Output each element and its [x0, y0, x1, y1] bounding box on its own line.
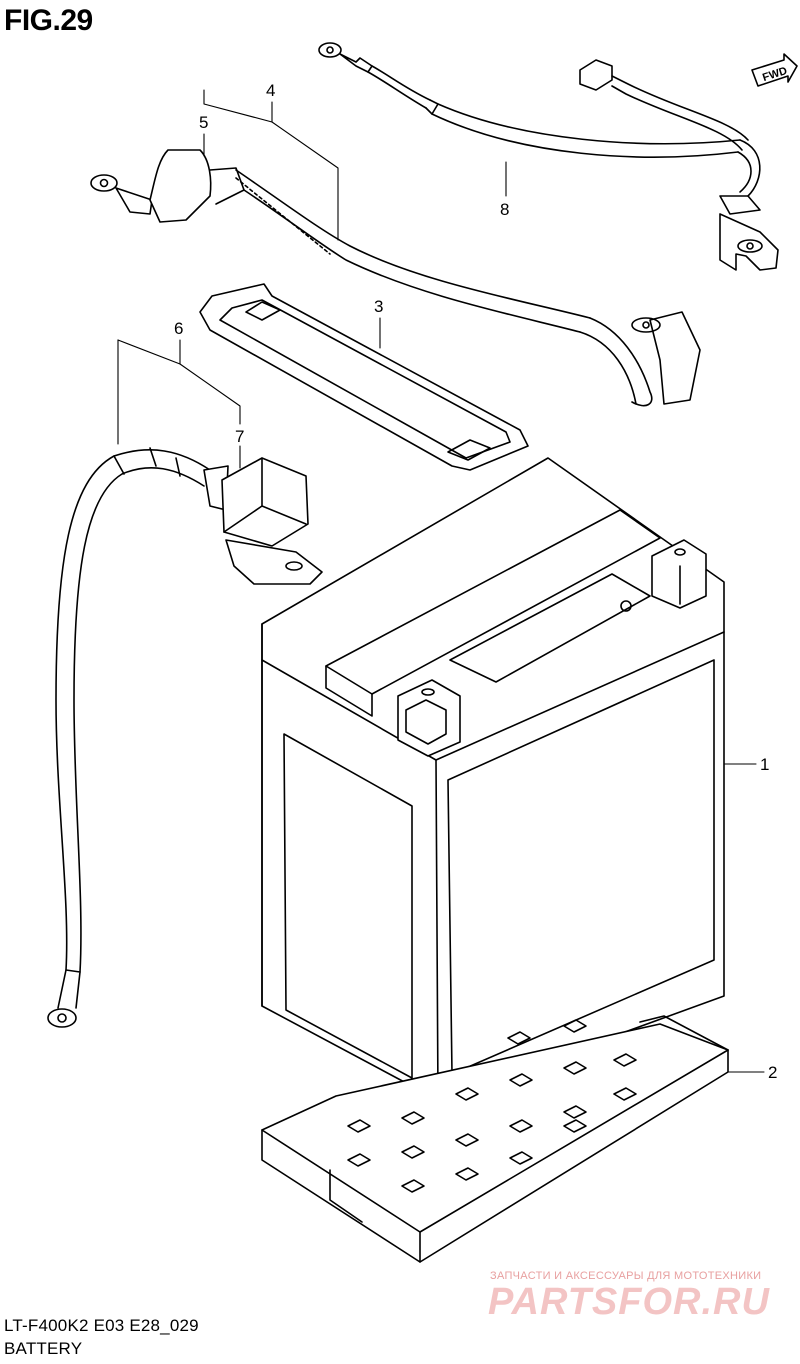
callout-4: 4 — [266, 81, 275, 100]
battery-tray — [261, 1015, 729, 1263]
figure-title: FIG.29 — [4, 4, 93, 37]
tray-vent-slots — [347, 1019, 637, 1193]
forward-arrow-icon: FWD — [751, 53, 798, 87]
callout-5: 5 — [199, 113, 208, 132]
callout-1: 1 — [760, 755, 769, 774]
battery-band — [199, 283, 529, 471]
callout-8: 8 — [500, 200, 509, 219]
callout-6: 6 — [174, 319, 183, 338]
callout-2: 2 — [768, 1063, 777, 1082]
negative-terminal — [651, 539, 707, 609]
battery-lead-wire — [318, 42, 779, 271]
negative-battery-cable — [47, 447, 323, 1028]
watermark-tagline: ЗАПЧАСТИ И АКСЕССУАРЫ ДЛЯ МОТОТЕХНИКИ — [490, 1270, 762, 1282]
watermark-site: PARTSFOR.RU — [488, 1281, 770, 1323]
section-name: BATTERY — [4, 1339, 83, 1358]
leader-lines — [117, 89, 765, 1073]
model-code: LT-F400K2 E03 E28_029 — [4, 1316, 199, 1335]
positive-battery-cable — [90, 149, 701, 407]
positive-terminal — [397, 679, 461, 757]
callout-3: 3 — [374, 297, 383, 316]
battery — [261, 457, 725, 1101]
callout-7: 7 — [235, 427, 244, 446]
